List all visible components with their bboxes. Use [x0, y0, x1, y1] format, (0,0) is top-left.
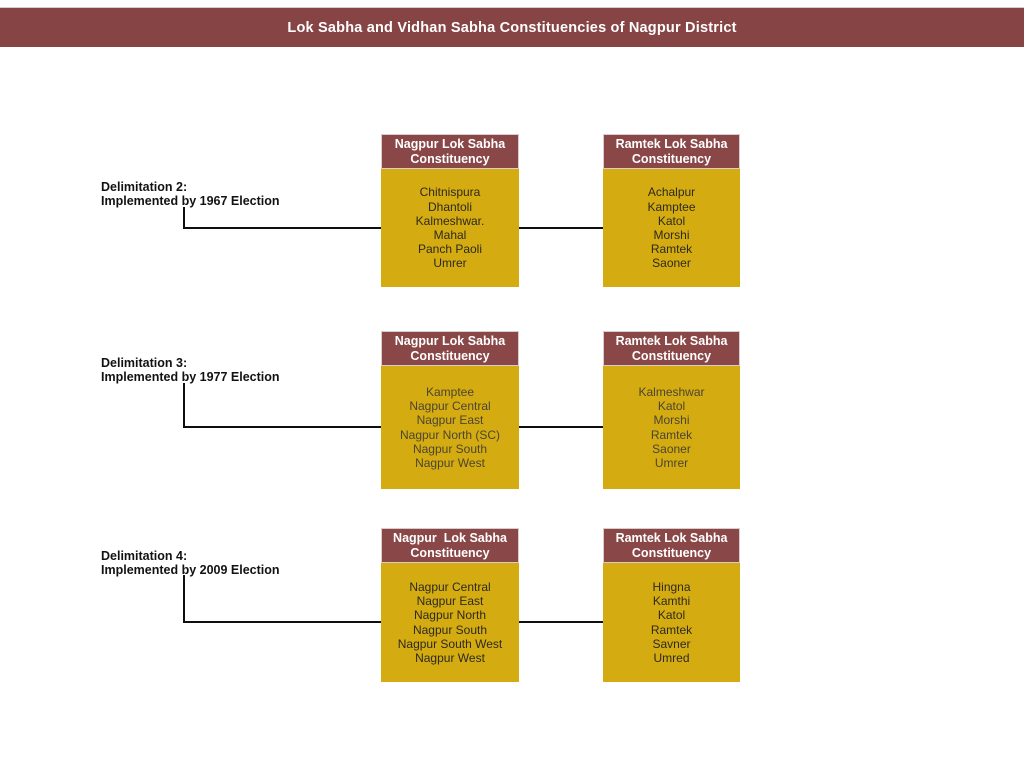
- connector-vertical-line-row3: [183, 575, 185, 623]
- delimitation-4-label-line1: Delimitation 4:: [101, 549, 188, 563]
- box-header-nagpur-2009: Nagpur Lok Sabha Constituency: [381, 528, 519, 563]
- constituency-item: Savner: [652, 636, 691, 651]
- delimitation-3-label-line2: Implemented by 1977 Election: [101, 370, 280, 384]
- constituency-item: Nagpur South: [412, 622, 488, 637]
- delimitation-4-label: Delimitation 4: Implemented by 2009 Elec…: [101, 549, 280, 577]
- constituency-item: Morshi: [653, 413, 690, 428]
- constituency-item: Kamptee: [647, 199, 696, 214]
- box-body-ramtek-2009: Hingna Kamthi Katol Ramtek Savner Umred: [603, 563, 740, 682]
- constituency-item: Nagpur East: [416, 413, 484, 428]
- delimitation-3-label: Delimitation 3: Implemented by 1977 Elec…: [101, 356, 280, 384]
- constituency-item: Umred: [653, 650, 690, 665]
- box-body-nagpur-1967: Chitnispura Dhantoli Kalmeshwar. Mahal P…: [381, 169, 519, 287]
- box-header-ramtek-2009: Ramtek Lok Sabha Constituency: [603, 528, 740, 563]
- box-header-ramtek-1977: Ramtek Lok Sabha Constituency: [603, 331, 740, 366]
- constituency-item: Umrer: [433, 256, 467, 271]
- box-header-ramtek-1967: Ramtek Lok Sabha Constituency: [603, 134, 740, 169]
- constituency-item: Kalmeshwar: [638, 384, 705, 399]
- delimitation-4-label-line2: Implemented by 2009 Election: [101, 563, 280, 577]
- delimitation-2-label-line2: Implemented by 1967 Election: [101, 194, 280, 208]
- delimitation-3-label-line1: Delimitation 3:: [101, 356, 188, 370]
- constituency-item: Mahal: [433, 228, 467, 242]
- connector-vertical-line-row2: [183, 383, 185, 428]
- constituency-item: Saoner: [652, 256, 691, 271]
- constituency-item: Nagpur East: [416, 594, 484, 609]
- constituency-item: Nagpur West: [415, 650, 485, 665]
- nagpur-lok-sabha-box-2009: Nagpur Lok Sabha Constituency Nagpur Cen…: [381, 528, 519, 682]
- nagpur-lok-sabha-box-1977: Nagpur Lok Sabha Constituency Kamptee Na…: [381, 331, 519, 489]
- constituency-item: Achalpur: [647, 185, 696, 200]
- connector-vertical-line-row1: [183, 207, 185, 229]
- constituency-item: Ramtek: [650, 427, 693, 442]
- constituency-item: Morshi: [653, 228, 690, 242]
- constituency-item: Kamthi: [652, 594, 691, 609]
- box-header-nagpur-1977: Nagpur Lok Sabha Constituency: [381, 331, 519, 366]
- constituency-item: Chitnispura: [419, 185, 481, 200]
- delimitation-2-label-line1: Delimitation 2:: [101, 180, 188, 194]
- constituency-item: Panch Paoli: [417, 242, 483, 257]
- constituency-item: Kamptee: [425, 384, 475, 399]
- constituency-item: Ramtek: [650, 622, 693, 637]
- ramtek-lok-sabha-box-1977: Ramtek Lok Sabha Constituency Kalmeshwar…: [603, 331, 740, 489]
- constituency-item: Hingna: [652, 579, 691, 594]
- constituency-item: Saoner: [652, 441, 691, 456]
- constituency-item: Katol: [657, 399, 686, 414]
- ramtek-lok-sabha-box-1967: Ramtek Lok Sabha Constituency Achalpur K…: [603, 134, 740, 287]
- constituency-item: Nagpur North: [413, 608, 487, 623]
- constituency-item: Nagpur North (SC): [399, 427, 501, 442]
- title-banner: Lok Sabha and Vidhan Sabha Constituencie…: [0, 7, 1024, 47]
- constituency-item: Nagpur South West: [397, 636, 503, 651]
- constituency-item: Umrer: [654, 455, 689, 470]
- box-body-nagpur-1977: Kamptee Nagpur Central Nagpur East Nagpu…: [381, 366, 519, 489]
- constituency-item: Nagpur West: [415, 455, 485, 470]
- box-body-nagpur-2009: Nagpur Central Nagpur East Nagpur North …: [381, 563, 519, 682]
- constituency-item: Nagpur Central: [409, 399, 491, 414]
- constituency-item: Ramtek: [650, 242, 693, 257]
- constituency-item: Katol: [657, 608, 686, 623]
- constituency-item: Katol: [657, 213, 686, 228]
- page-title: Lok Sabha and Vidhan Sabha Constituencie…: [287, 19, 737, 36]
- constituency-item: Dhantoli: [427, 199, 473, 214]
- ramtek-lok-sabha-box-2009: Ramtek Lok Sabha Constituency Hingna Kam…: [603, 528, 740, 682]
- constituency-item: Nagpur South: [412, 441, 488, 456]
- nagpur-lok-sabha-box-1967: Nagpur Lok Sabha Constituency Chitnispur…: [381, 134, 519, 287]
- delimitation-2-label: Delimitation 2: Implemented by 1967 Elec…: [101, 180, 280, 208]
- box-body-ramtek-1967: Achalpur Kamptee Katol Morshi Ramtek Sao…: [603, 169, 740, 287]
- constituency-item: Kalmeshwar.: [415, 213, 485, 228]
- box-header-nagpur-1967: Nagpur Lok Sabha Constituency: [381, 134, 519, 169]
- constituency-item: Nagpur Central: [409, 579, 491, 594]
- box-body-ramtek-1977: Kalmeshwar Katol Morshi Ramtek Saoner Um…: [603, 366, 740, 489]
